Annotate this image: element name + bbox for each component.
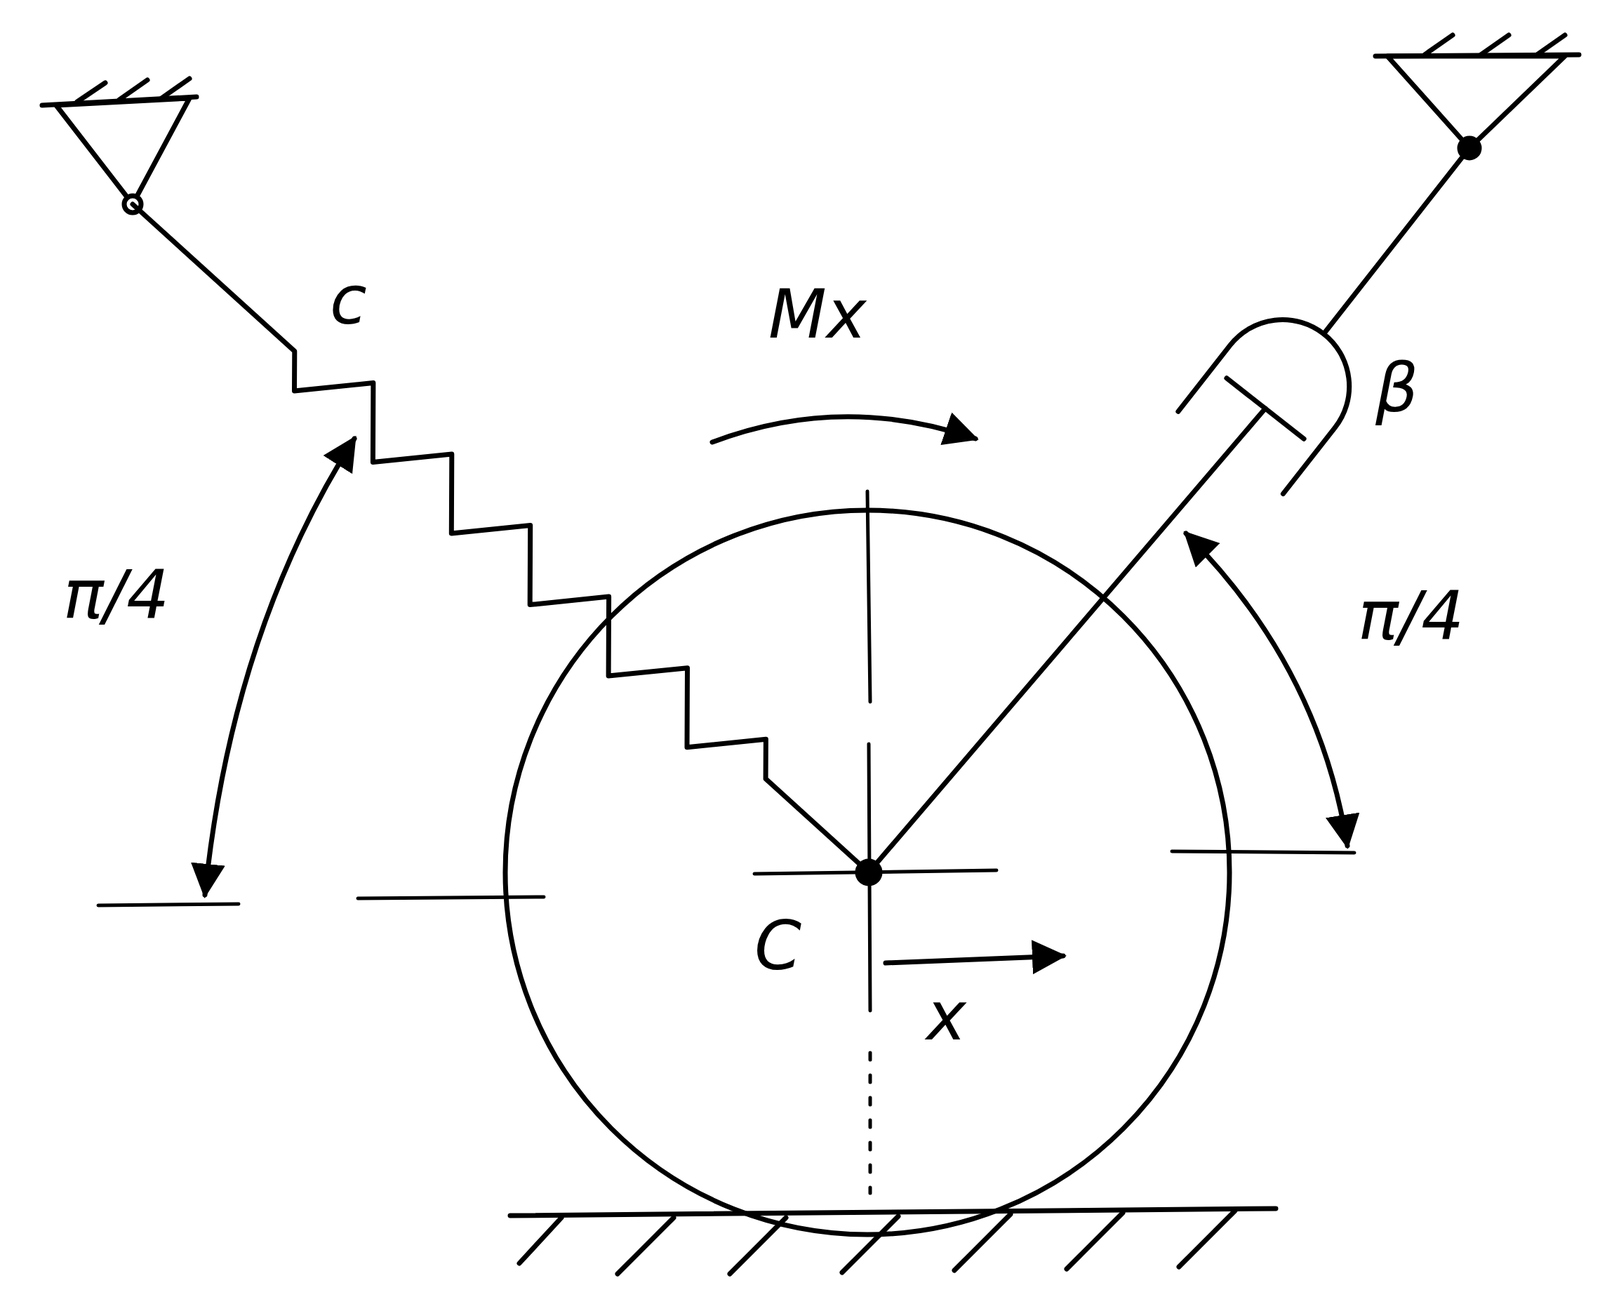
- left-support: [42, 78, 197, 213]
- label: C: [754, 912, 802, 980]
- angle-arc: [204, 438, 355, 895]
- right-support: [1375, 35, 1579, 158]
- label: Mx: [768, 280, 867, 349]
- label: π/4: [63, 561, 170, 629]
- angle-arc: [1185, 533, 1348, 846]
- moment-arrow: [712, 416, 976, 443]
- label: β: [1375, 354, 1419, 422]
- centerlines: [98, 491, 1355, 1193]
- ground-hatch: [519, 1210, 1236, 1274]
- damper-rod: [868, 408, 1266, 873]
- spring: [132, 204, 869, 873]
- label: π/4: [1357, 582, 1464, 650]
- label: c: [329, 266, 368, 335]
- displacement-arrow: [885, 955, 1064, 963]
- label: x: [926, 982, 967, 1050]
- damper: [1178, 107, 1523, 495]
- ground-line: [510, 1208, 1276, 1216]
